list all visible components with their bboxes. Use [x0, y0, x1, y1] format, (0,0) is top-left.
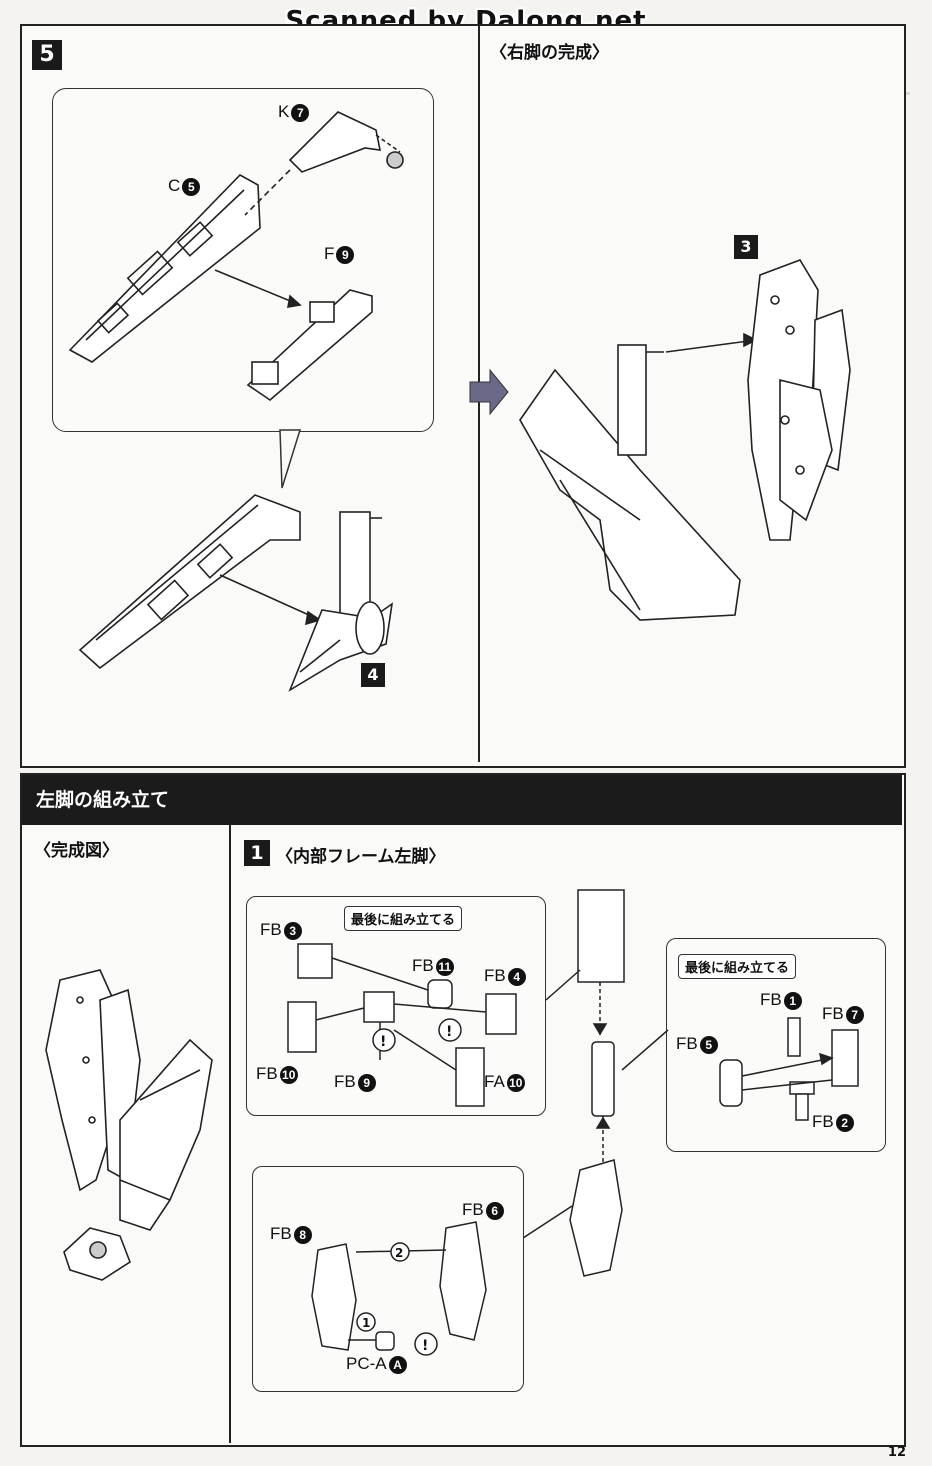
step1-number: 1: [244, 840, 270, 866]
warning-mark-c: !: [422, 1338, 428, 1354]
step5-number: 5: [32, 40, 62, 70]
inner-frame-left-leg-heading: 〈内部フレーム左脚〉: [276, 847, 446, 867]
left-leg-divider: [229, 825, 231, 1443]
complete-figure-heading: 〈完成図〉: [34, 841, 119, 861]
order-mark-2: 2: [395, 1246, 403, 1260]
order-mark-1: 1: [362, 1316, 370, 1330]
substep-4: 4: [361, 663, 385, 687]
left-leg-title-bar: 左脚の組み立て: [22, 775, 902, 825]
note-assemble-last-a: 最後に組み立てる: [344, 906, 463, 931]
note-assemble-last-b: 最後に組み立てる: [678, 954, 797, 979]
right-leg-complete-heading: 〈右脚の完成〉: [490, 43, 609, 63]
page-number: 12: [887, 1445, 906, 1460]
warning-mark-a1: !: [380, 1034, 386, 1050]
warning-mark-a2: !: [446, 1024, 452, 1040]
substep-3: 3: [734, 235, 758, 259]
